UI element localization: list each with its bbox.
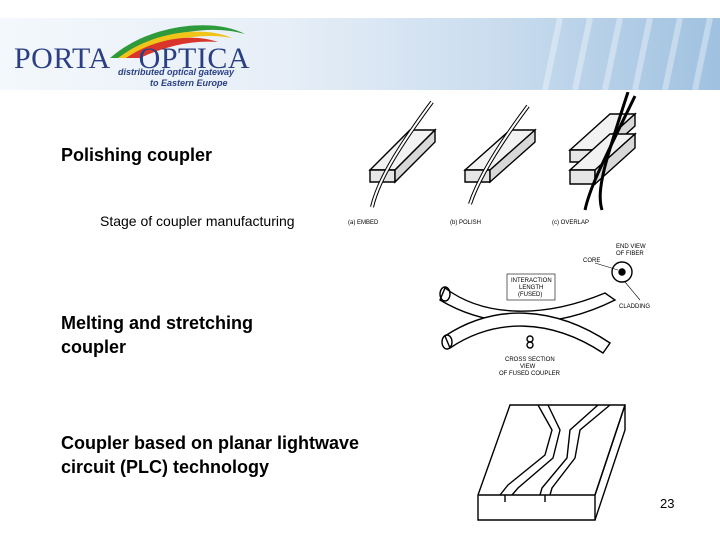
logo-tagline-line2: to Eastern Europe — [150, 78, 228, 88]
label-interaction-3: (FUSED) — [518, 292, 542, 298]
heading-plc-coupler: Coupler based on planar lightwave circui… — [61, 431, 359, 479]
polishing-stages-figure: (a) EMBED (b) POLISH (c) OVERLAP — [348, 92, 637, 226]
heading-melting-line1: Melting and stretching — [61, 313, 254, 333]
label-cladding: CLADDING — [619, 304, 650, 310]
heading-melting-line2: coupler — [61, 337, 127, 357]
heading-plc-line2: circuit (PLC) technology — [61, 457, 270, 477]
polish-stage-diagram — [463, 104, 537, 205]
label-interaction-2: LENGTH — [519, 285, 543, 291]
label-cross-1: CROSS SECTION — [505, 357, 555, 363]
logo-tagline-line1: distributed optical gateway — [118, 67, 235, 77]
fiber-lower — [444, 312, 611, 354]
heading-polishing-coupler: Polishing coupler — [61, 145, 213, 165]
embed-stage-diagram — [368, 100, 437, 208]
plc-coupler-figure — [477, 404, 626, 521]
label-cross-2: VIEW — [520, 364, 536, 370]
subtext-coupler-manufacturing: Stage of coupler manufacturing — [100, 213, 295, 229]
label-overlap: (c) OVERLAP — [552, 220, 589, 226]
logo-part2: OPTICA — [138, 42, 250, 75]
logo-part1: PORTA — [14, 42, 111, 75]
heading-plc-line1: Coupler based on planar lightwave — [61, 433, 360, 453]
page-number: 23 — [660, 496, 675, 511]
logo-wordmark: PORTA OPTICA — [14, 42, 250, 76]
logo-swoosh-icon — [110, 18, 713, 90]
label-core: CORE — [583, 258, 600, 264]
label-end-view-1: END VIEW — [616, 244, 646, 250]
fused-coupler-figure: INTERACTION LENGTH (FUSED) END VIEW OF F… — [439, 244, 650, 377]
label-embed: (a) EMBED — [348, 220, 379, 226]
overlap-stage-diagram — [568, 92, 637, 211]
label-interaction-1: INTERACTION — [511, 278, 552, 284]
label-cross-3: OF FUSED COUPLER — [499, 371, 561, 377]
heading-melting-coupler: Melting and stretching coupler — [61, 311, 253, 359]
label-end-view-2: OF FIBER — [616, 251, 644, 257]
fiber-upper — [439, 286, 617, 324]
label-polish: (b) POLISH — [450, 220, 481, 226]
